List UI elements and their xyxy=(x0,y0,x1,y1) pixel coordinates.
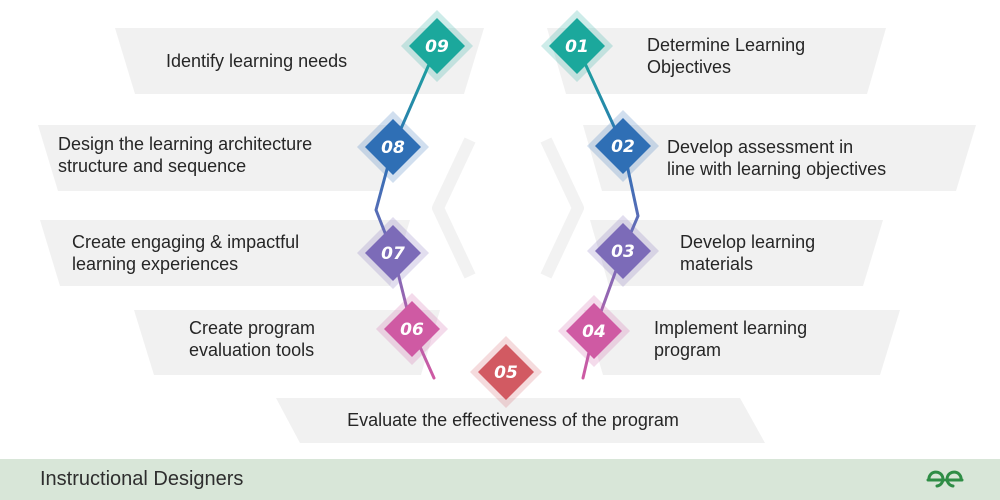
step-04-marker: 04 xyxy=(558,295,630,367)
step-band xyxy=(115,28,484,94)
step-label: program xyxy=(654,340,721,360)
gfg-logo-icon xyxy=(926,470,964,488)
step-05-marker: 05 xyxy=(470,336,542,408)
diamond-shape xyxy=(365,119,421,175)
diamond-shape xyxy=(595,118,651,174)
step-label: Identify learning needs xyxy=(166,51,347,71)
diamond-shape xyxy=(549,18,605,74)
step-07-marker: 07 xyxy=(357,217,429,289)
step-09-marker: 09 xyxy=(401,10,473,82)
step-number: 01 xyxy=(565,37,589,57)
step-number: 08 xyxy=(381,138,405,158)
step-label: Determine Learning xyxy=(647,35,805,55)
diamond-shape xyxy=(409,18,465,74)
step-label: Create engaging & impactful xyxy=(72,232,299,252)
step-label: learning experiences xyxy=(72,254,238,274)
step-label: structure and sequence xyxy=(58,156,246,176)
diamond-shape xyxy=(595,223,651,279)
step-band xyxy=(547,28,886,94)
step-number: 06 xyxy=(400,320,424,340)
diamond-shape xyxy=(384,301,440,357)
footer-title: Instructional Designers xyxy=(40,468,244,490)
step-label: Develop assessment in xyxy=(667,137,853,157)
step-label: Create program xyxy=(189,318,315,338)
step-label: evaluation tools xyxy=(189,340,314,360)
step-band xyxy=(38,125,401,191)
step-06-marker: 06 xyxy=(376,293,448,365)
right-chevron-icon xyxy=(540,137,584,279)
diamond-shape xyxy=(566,303,622,359)
step-label: Design the learning architecture xyxy=(58,134,312,154)
step-number: 09 xyxy=(425,37,449,57)
step-label: materials xyxy=(680,254,753,274)
step-number: 04 xyxy=(582,322,606,342)
step-01-marker: 01 xyxy=(541,10,613,82)
step-band xyxy=(276,398,765,443)
step-band xyxy=(590,220,883,286)
step-08-marker: 08 xyxy=(357,111,429,183)
step-label: Objectives xyxy=(647,57,731,77)
step-number: 07 xyxy=(381,244,405,264)
step-label: line with learning objectives xyxy=(667,159,886,179)
step-number: 05 xyxy=(494,363,518,383)
diamond-shape xyxy=(365,225,421,281)
center-chevrons xyxy=(432,137,584,279)
step-02-marker: 02 xyxy=(587,110,659,182)
step-03-marker: 03 xyxy=(587,215,659,287)
left-chevron-icon xyxy=(432,137,476,279)
step-label: Develop learning xyxy=(680,232,815,252)
step-number: 03 xyxy=(611,242,635,262)
step-band xyxy=(40,220,410,286)
step-markers: 01 02 03 04 05 06 07 08 09 xyxy=(357,10,659,408)
step-label: Implement learning xyxy=(654,318,807,338)
step-bands xyxy=(38,28,976,443)
diamond-shape xyxy=(478,344,534,400)
step-label: Evaluate the effectiveness of the progra… xyxy=(347,410,679,430)
footer-bar: Instructional Designers xyxy=(0,459,1000,500)
step-band xyxy=(584,310,900,375)
step-number: 02 xyxy=(611,137,635,157)
step-band xyxy=(134,310,440,375)
step-band xyxy=(583,125,976,191)
